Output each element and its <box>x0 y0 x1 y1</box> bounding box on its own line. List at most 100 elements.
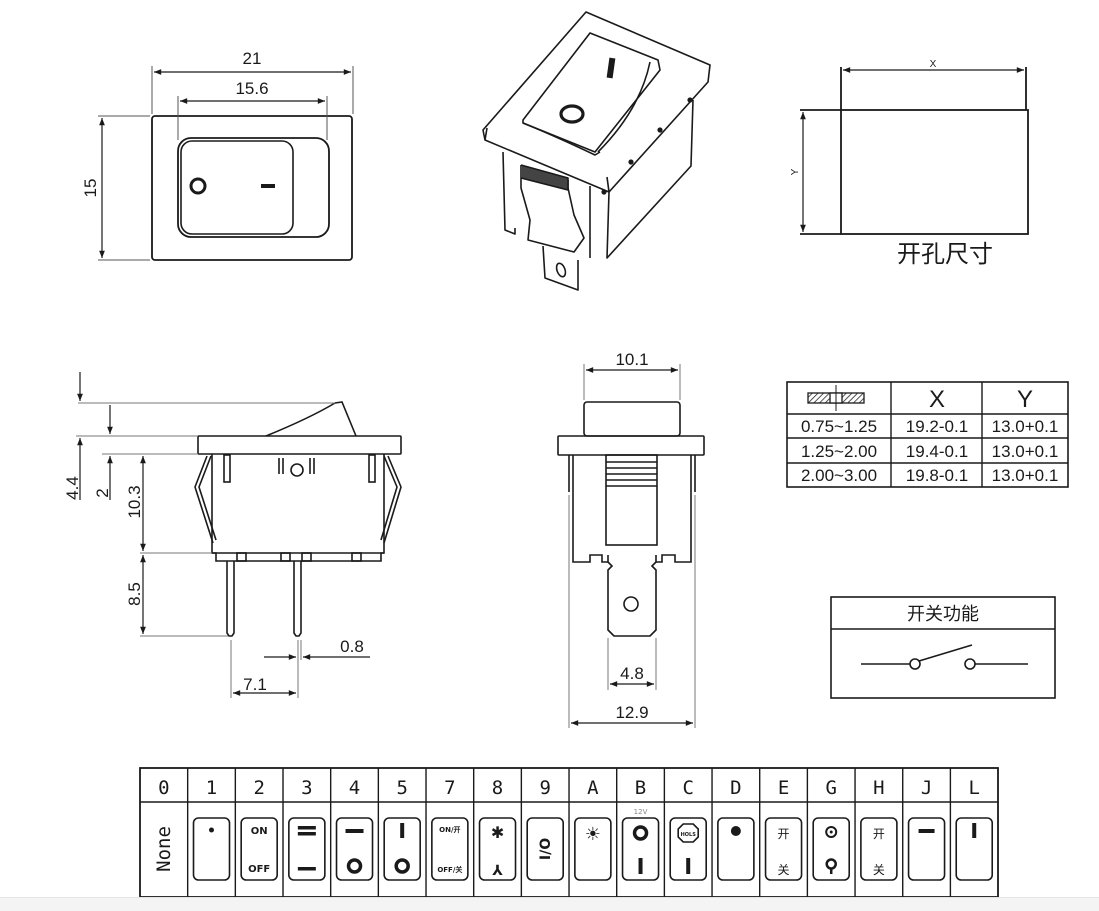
front-rocker-face <box>180 140 294 235</box>
end-view-dims: 10.1 4.8 12.9 <box>568 350 696 728</box>
iso-body-left <box>502 151 591 258</box>
table-cell-y: 13.0+0.1 <box>992 466 1059 485</box>
front-rocker-outer <box>177 137 330 238</box>
code-header-4: 4 <box>349 777 360 799</box>
svg-text:12V: 12V <box>634 808 648 816</box>
rocker-marking-c-icon: HOLS <box>669 817 708 881</box>
code-header-d: D <box>730 777 741 799</box>
side-body <box>211 454 385 562</box>
svg-text:ON/开: ON/开 <box>439 826 460 834</box>
table-cell-y: 13.0+0.1 <box>992 417 1059 436</box>
svg-text:OFF/关: OFF/关 <box>437 865 462 874</box>
table-cell-x: 19.4-0.1 <box>906 442 968 461</box>
rocker-marking-5-icon <box>383 817 421 881</box>
iso-off-symbol-icon <box>559 104 585 124</box>
iso-stem <box>520 165 585 253</box>
side-bezel <box>197 435 402 455</box>
front-view: 21 15.6 15 <box>81 49 354 261</box>
end-terminal-hole <box>623 596 639 612</box>
iso-terminal <box>542 245 579 291</box>
rocker-marking-9-icon: I/O <box>526 817 564 881</box>
table-cell-thickness: 0.75~1.25 <box>801 417 877 436</box>
dim-top-width: 10.1 <box>615 350 648 369</box>
switch-function-box: 开关功能 <box>830 596 1056 699</box>
table-header-x: X <box>929 386 945 413</box>
code-header-l: L <box>968 777 979 799</box>
rocker-marking-d-icon <box>717 817 755 881</box>
svg-text:☀: ☀ <box>585 824 601 845</box>
rocker-marking-7-icon: ON/开 OFF/关 <box>431 817 469 881</box>
table-cell-thickness: 1.25~2.00 <box>801 442 877 461</box>
spst-switch-symbol-icon <box>861 644 1028 670</box>
code-header-2: 2 <box>253 777 264 799</box>
side-view <box>194 401 402 637</box>
front-bezel <box>151 115 353 261</box>
svg-text:关: 关 <box>873 863 885 877</box>
rocker-marking-1-icon <box>192 817 231 881</box>
isometric-view <box>482 11 711 291</box>
table-row: 2.00~3.00 19.8-0.1 13.0+0.1 <box>801 466 1058 485</box>
rocker-marking-4-icon <box>335 817 374 881</box>
dim-pin-pitch: 7.1 <box>243 675 267 694</box>
end-stem <box>605 454 658 546</box>
code-header-7: 7 <box>444 777 455 799</box>
on-symbol-icon <box>261 184 275 188</box>
table-row: 1.25~2.00 19.4-0.1 13.0+0.1 <box>801 442 1058 461</box>
code-header-b: B <box>635 777 646 799</box>
side-rocker <box>265 401 357 437</box>
rocker-marking-8-icon: ✱⅄ <box>478 817 517 881</box>
off-symbol-icon <box>189 177 207 195</box>
rocker-marking-l-icon <box>955 817 994 881</box>
code-header-9: 9 <box>539 777 550 799</box>
panel-thickness-icon <box>807 385 865 411</box>
dim-rocker-height: 4.4 <box>63 476 82 500</box>
panel-cutout: X Y 开孔尺寸 <box>790 59 1029 268</box>
table-row: 0.75~1.25 19.2-0.1 13.0+0.1 <box>801 417 1058 436</box>
svg-text:关: 关 <box>778 863 790 877</box>
svg-text:HOLS: HOLS <box>681 832 697 838</box>
rocker-marking-j-icon <box>907 817 946 881</box>
iso-on-symbol-icon <box>606 57 616 79</box>
dim-width-outer: 21 <box>243 49 262 68</box>
dim-width-inner: 15.6 <box>235 79 268 98</box>
dim-body-width: 12.9 <box>615 703 648 722</box>
table-cell-x: 19.8-0.1 <box>906 466 968 485</box>
dim-pin-width: 0.8 <box>340 637 364 656</box>
dim-terminal-width: 4.8 <box>620 664 644 683</box>
code-header-8: 8 <box>492 777 503 799</box>
dim-flange: 2 <box>93 488 112 497</box>
side-indicator <box>290 463 304 477</box>
svg-text:开: 开 <box>873 827 885 841</box>
dim-height: 15 <box>81 179 100 198</box>
code-none-label: None <box>153 826 175 872</box>
end-rocker <box>583 401 681 437</box>
iso-body-right <box>606 99 694 259</box>
svg-text:⅄: ⅄ <box>492 863 503 879</box>
iso-bezel-top <box>482 11 711 193</box>
end-view <box>557 401 705 637</box>
end-body <box>572 455 692 563</box>
code-header-g: G <box>825 777 836 799</box>
page-bottom-bar <box>0 897 1099 911</box>
svg-text:OFF: OFF <box>248 864 270 875</box>
code-header-h: H <box>873 777 884 799</box>
code-header-1: 1 <box>206 777 217 799</box>
code-header-j: J <box>921 777 932 799</box>
end-bezel <box>557 435 705 456</box>
side-view-dims: 4.4 2 10.3 8.5 7.1 0.8 <box>63 372 370 698</box>
svg-text:开: 开 <box>778 827 790 841</box>
code-header-c: C <box>682 777 693 799</box>
rocker-marking-b-icon: 12V <box>621 808 660 881</box>
code-header-a: A <box>587 777 599 799</box>
table-cell-thickness: 2.00~3.00 <box>801 466 877 485</box>
rocker-marking-3-icon <box>288 817 326 881</box>
rocker-marking-g-icon <box>812 817 851 881</box>
svg-text:I/O: I/O <box>538 838 554 860</box>
side-pin-left <box>226 561 235 637</box>
rocker-marking-h-icon: 开关 <box>860 817 898 881</box>
code-header-3: 3 <box>301 777 312 799</box>
cutout-x-label: X <box>930 59 937 70</box>
end-terminal <box>607 555 657 637</box>
